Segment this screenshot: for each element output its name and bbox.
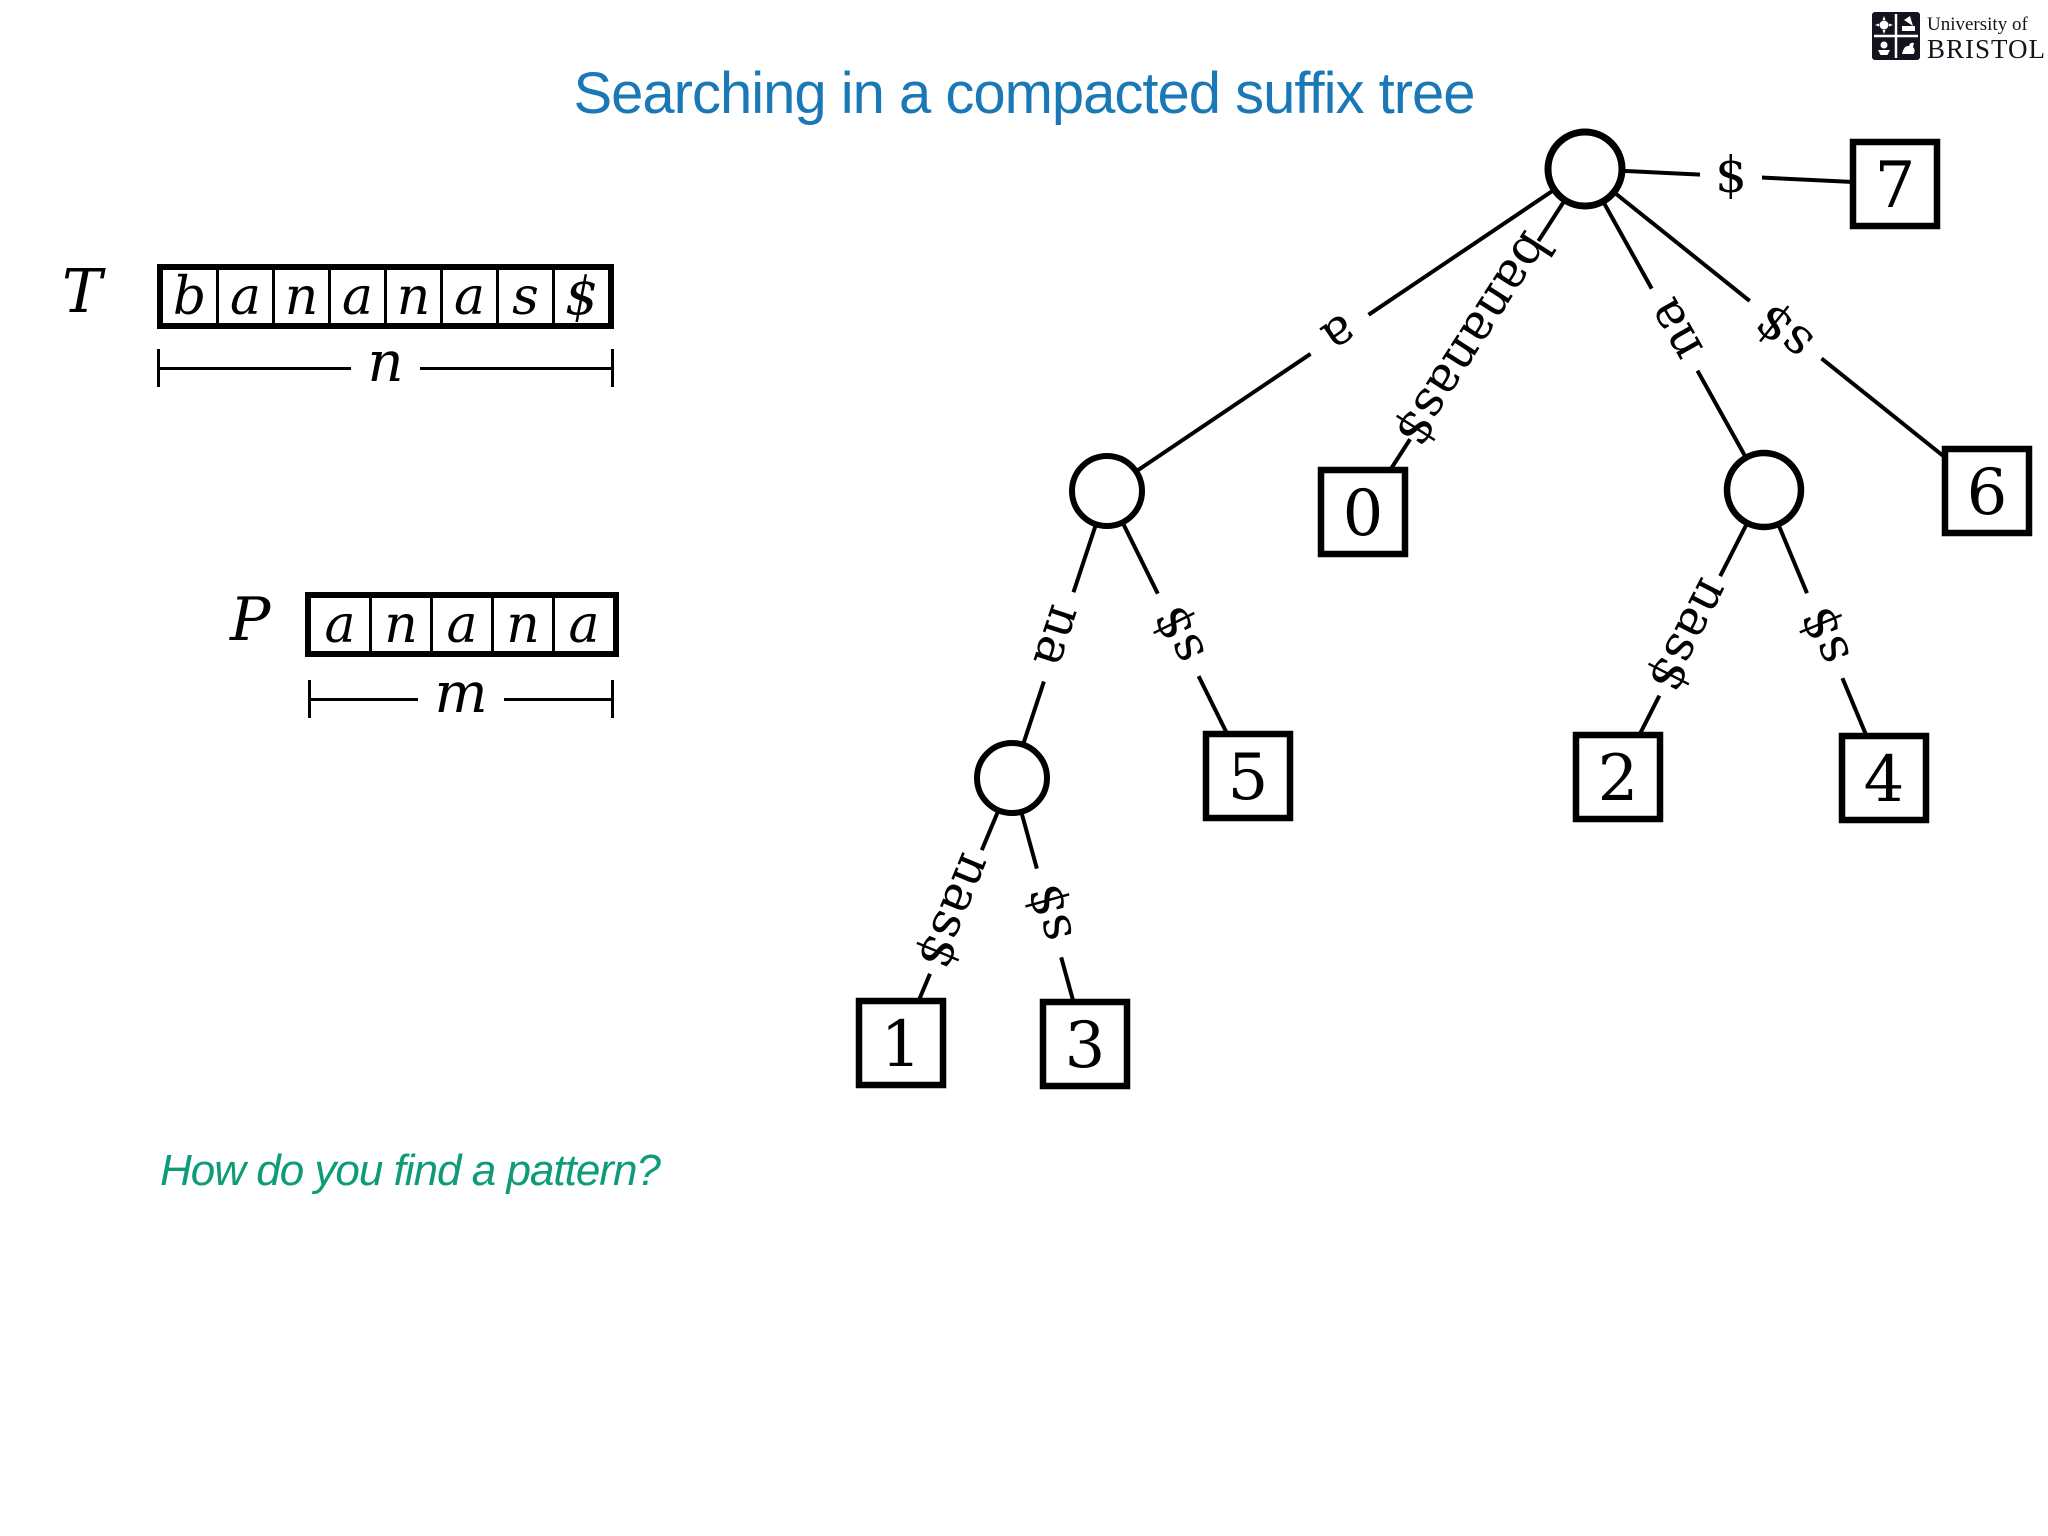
logo-bristol: BRISTOL [1927, 33, 2047, 64]
leaf-node-2: 2 [1572, 731, 1664, 823]
p-cell-2: a [433, 595, 494, 655]
t-cell-7: $ [564, 266, 599, 327]
leaf-node-3: 3 [1039, 998, 1131, 1090]
leaf-node-1: 1 [855, 997, 947, 1089]
svg-text:6: 6 [1967, 456, 2008, 530]
svg-text:$: $ [1715, 146, 1747, 204]
edge-label-sdollar-ana3: s$ [1010, 861, 1088, 965]
measure-line [419, 366, 612, 370]
leaf-node-6: 6 [1941, 445, 2033, 537]
logo-university-of: University of [1927, 14, 2028, 35]
t-cell-6: s [499, 267, 555, 327]
t-cell-0: b [163, 267, 219, 327]
slide-title: Searching in a compacted suffix tree [573, 61, 1475, 126]
leaf-node-7: 7 [1849, 138, 1941, 230]
t-cell-2: n [275, 267, 331, 327]
edge-label-na-root: na [1627, 275, 1721, 385]
edge-label-nasdollar-ana1: nas$ [905, 839, 1007, 985]
t-cell-5: a [443, 267, 499, 327]
svg-text:nas$: nas$ [906, 846, 1005, 979]
edge-label-na-a: na [1018, 583, 1100, 691]
internal-node-na [1723, 449, 1805, 531]
measure-right-tick [611, 349, 615, 387]
p-cell-3: n [494, 595, 555, 655]
text-array-T: b a n a n a s $ [157, 264, 614, 329]
svg-text:2: 2 [1598, 742, 1639, 816]
p-cell-4: a [568, 594, 600, 655]
svg-text:nas$: nas$ [1637, 570, 1743, 703]
measure-line [503, 697, 612, 701]
question-text: How do you find a pattern? [160, 1146, 661, 1195]
pattern-label-P: P [230, 585, 271, 655]
edge-label-sdollar-na4: s$ [1781, 583, 1867, 689]
edge-label-sdollar-a5: s$ [1133, 581, 1223, 689]
length-label-m: m [434, 661, 488, 726]
svg-text:5: 5 [1228, 741, 1269, 815]
svg-text:4: 4 [1864, 743, 1905, 817]
measure-left-tick [157, 349, 160, 387]
t-cell-4: n [387, 267, 443, 327]
p-cell-0: a [311, 595, 372, 655]
measure-line [311, 697, 419, 701]
leaf-node-0: 0 [1317, 466, 1409, 558]
svg-text:3: 3 [1065, 1009, 1106, 1083]
measure-left-tick [308, 680, 311, 718]
leaf-node-4: 4 [1838, 732, 1930, 824]
edge-label-a: a [1295, 292, 1385, 378]
svg-text:bananas$: bananas$ [1384, 222, 1564, 458]
length-measure-n: n [157, 335, 615, 391]
internal-node-a [1069, 453, 1145, 529]
p-cell-1: n [372, 595, 433, 655]
measure-line [160, 366, 352, 370]
internal-node-ana [974, 740, 1050, 816]
internal-node-root [1544, 128, 1626, 210]
edge-label-bananas: bananas$ [1384, 222, 1564, 458]
university-crest-icon [1872, 12, 1920, 60]
measure-right-tick [611, 680, 615, 718]
university-logo: University of BRISTOL [1872, 12, 2046, 63]
text-label-T: T [62, 257, 103, 327]
svg-text:1: 1 [881, 1008, 922, 1082]
pattern-array-P: a n a n a [305, 592, 619, 657]
t-cell-1: a [219, 267, 275, 327]
edge-label-dollar-root7: $ [1700, 142, 1762, 208]
svg-text:7: 7 [1875, 149, 1916, 223]
svg-text:0: 0 [1343, 477, 1384, 551]
length-measure-m: m [308, 666, 615, 722]
leaf-node-5: 5 [1202, 730, 1294, 822]
length-label-n: n [367, 330, 404, 395]
t-cell-3: a [331, 267, 387, 327]
edge-label-nasdollar-na2: nas$ [1635, 564, 1745, 708]
